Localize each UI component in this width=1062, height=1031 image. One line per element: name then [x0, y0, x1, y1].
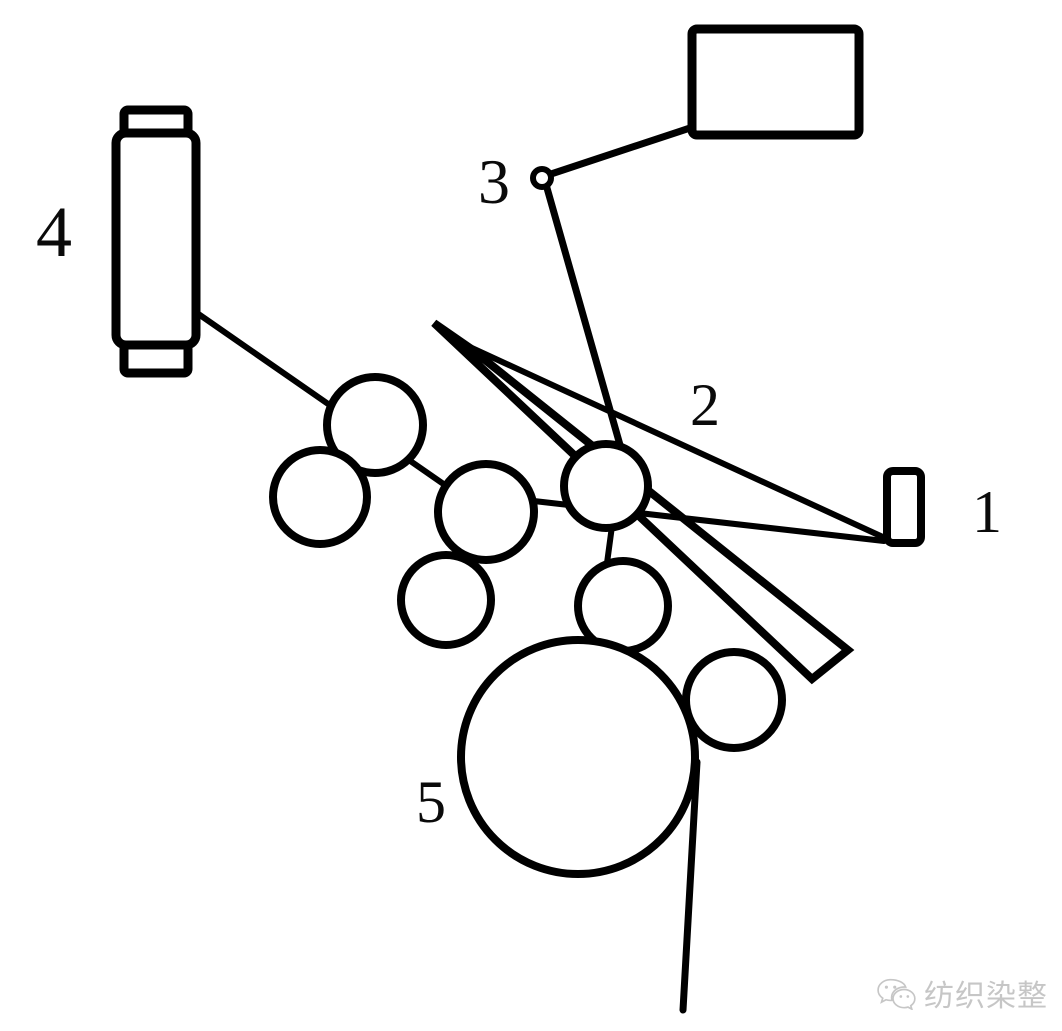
roller-lower-left — [397, 551, 495, 649]
bobbin-bottom-flange — [119, 340, 193, 378]
callout-label-2: 2 — [690, 372, 720, 438]
apron-upper-guide-line — [445, 334, 888, 541]
roller-left — [269, 446, 371, 548]
yarn-output-line — [679, 758, 701, 1014]
part-4-yarn-bobbin — [111, 105, 201, 378]
watermark: 纺织染整 — [876, 971, 1048, 1015]
callout-label-3: 3 — [478, 146, 510, 217]
part-1-guide-block — [883, 467, 925, 547]
eyelet-descending-yarn — [541, 177, 626, 456]
roller-middle — [434, 460, 538, 564]
eyelet-to-housing-line — [541, 123, 697, 180]
callout-label-5: 5 — [416, 769, 446, 835]
callout-label-4: 4 — [36, 192, 72, 272]
yarn-path-bobbin-to-rollers — [194, 310, 458, 495]
bobbin-body — [111, 128, 201, 350]
roller-lower-right — [682, 648, 786, 752]
machine-housing-rectangle — [687, 24, 864, 140]
part-3-yarn-guide-eyelet — [530, 123, 697, 456]
roller-upper-right — [560, 440, 652, 532]
roller-top-left — [323, 373, 427, 477]
callout-label-1: 1 — [972, 479, 1002, 545]
part-5-large-roller — [457, 636, 699, 878]
roller-cluster — [269, 373, 786, 752]
eyelet-ring — [530, 166, 554, 190]
wechat-icon — [877, 978, 916, 1010]
watermark-text: 纺织染整 — [924, 980, 1048, 1013]
